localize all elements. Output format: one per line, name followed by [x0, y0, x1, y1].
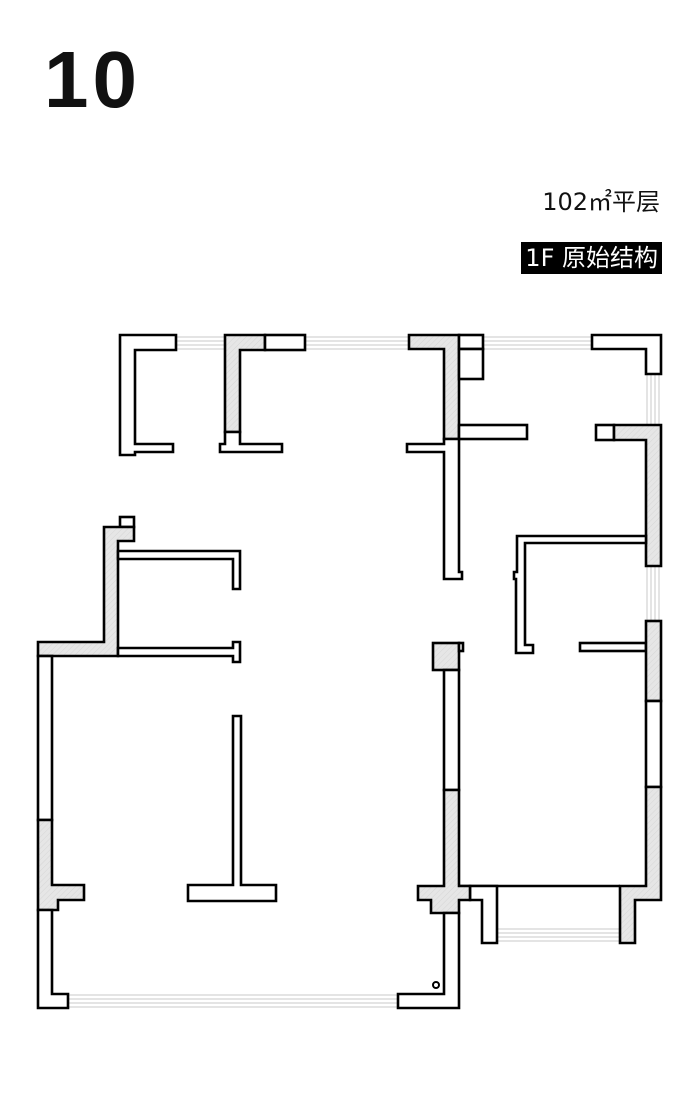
wall	[396, 911, 461, 1010]
structural-wall	[223, 333, 267, 434]
wall	[218, 430, 284, 454]
wall	[442, 668, 461, 792]
wall	[186, 714, 278, 903]
wall	[578, 641, 648, 653]
structural-wall	[36, 818, 86, 912]
wall	[468, 884, 499, 945]
structural-wall	[416, 788, 472, 915]
wall	[590, 333, 663, 376]
structural-wall	[618, 785, 663, 945]
structural-column	[431, 641, 461, 672]
wall	[457, 641, 465, 653]
windows	[68, 336, 660, 1008]
window-balcony	[497, 928, 620, 942]
window-right-1	[646, 374, 660, 425]
wall	[116, 549, 242, 591]
window-bottom	[68, 994, 398, 1008]
wall	[118, 515, 136, 529]
plan-number: 10	[44, 35, 141, 124]
wall	[36, 908, 70, 1010]
wall	[644, 699, 663, 789]
wall	[405, 437, 464, 581]
wall	[118, 333, 178, 457]
wall	[116, 640, 242, 664]
window-top-1	[176, 336, 225, 350]
structural-wall	[644, 619, 663, 703]
structural-wall	[407, 333, 461, 441]
wall	[263, 333, 307, 352]
wall	[457, 423, 529, 441]
structural-wall	[36, 525, 136, 658]
floor-label: 1F 原始结构	[521, 242, 662, 274]
window-top-2	[305, 336, 410, 350]
window-right-2	[646, 566, 660, 621]
walls	[36, 333, 663, 1010]
wall	[594, 423, 616, 442]
area-label: 102㎡平层	[542, 188, 660, 216]
wall	[512, 534, 648, 655]
wall	[457, 333, 485, 351]
structural-wall	[612, 423, 663, 568]
drain-pipe	[432, 981, 440, 989]
wall	[457, 347, 485, 381]
window-top-3	[483, 336, 592, 350]
wall	[36, 654, 54, 822]
